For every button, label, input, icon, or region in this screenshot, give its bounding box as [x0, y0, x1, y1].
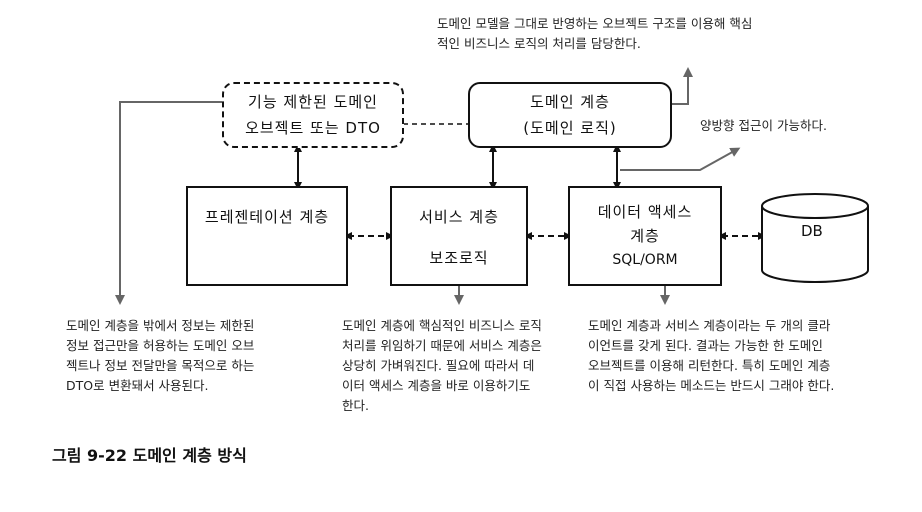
left-note: 도메인 계층을 밖에서 정보는 제한된 정보 접근만을 허용하는 도메인 오브 … [66, 316, 254, 396]
top-note-line-2: 적인 비즈니스 로직의 처리를 담당한다. [437, 36, 641, 51]
right-note: 도메인 계층과 서비스 계층이라는 두 개의 클라 이언트를 갖게 된다. 결과… [588, 316, 834, 396]
domain-layer-box: 도메인 계층 (도메인 로직) [468, 82, 672, 148]
right-note-line-2: 이언트를 갖게 된다. 결과는 가능한 한 도메인 [588, 338, 823, 353]
dto-box: 기능 제한된 도메인 오브젝트 또는 DTO [222, 82, 404, 148]
middle-note-line-4: 이터 액세스 계층을 바로 이용하기도 [342, 378, 531, 393]
dto-box-line-2: 오브젝트 또는 DTO [245, 119, 381, 137]
data-access-box-line-1: 데이터 액세스 [597, 203, 693, 221]
bidirectional-note-pointer [620, 147, 741, 171]
domain-box-line-2: (도메인 로직) [523, 119, 617, 137]
dto-box-line-1: 기능 제한된 도메인 [248, 93, 378, 111]
middle-note-line-5: 한다. [342, 398, 369, 413]
left-note-line-2: 정보 접근만을 허용하는 도메인 오브 [66, 338, 255, 353]
left-note-line-4: DTO로 변환돼서 사용된다. [66, 378, 209, 393]
domain-box-line-1: 도메인 계층 [530, 93, 610, 111]
database-cylinder [761, 193, 869, 283]
right-note-line-4: 이 직접 사용하는 메소드는 반드시 그래야 한다. [588, 378, 835, 393]
top-note: 도메인 모델을 그대로 반영하는 오브젝트 구조를 이용해 핵심 적인 비즈니스… [437, 14, 752, 54]
top-note-line-1: 도메인 모델을 그대로 반영하는 오브젝트 구조를 이용해 핵심 [437, 16, 753, 31]
left-note-line-3: 젝트나 정보 전달만을 목적으로 하는 [66, 358, 255, 373]
right-note-line-1: 도메인 계층과 서비스 계층이라는 두 개의 클라 [588, 318, 831, 333]
bidirectional-note: 양방향 접근이 가능하다. [700, 118, 827, 133]
data-access-box-line-2: 계층 [630, 227, 660, 245]
left-note-line-1: 도메인 계층을 밖에서 정보는 제한된 [66, 318, 255, 333]
middle-note: 도메인 계층에 핵심적인 비즈니스 로직 처리를 위임하기 때문에 서비스 계층… [342, 316, 542, 416]
data-access-box-line-3: SQL/ORM [612, 252, 678, 268]
dto-to-left-note-pointer [115, 101, 222, 305]
domain-to-top-note-pointer [672, 67, 693, 105]
figure-caption: 그림 9-22 도메인 계층 방식 [52, 446, 247, 465]
right-note-line-3: 오브젝트를 이용해 리턴한다. 특히 도메인 계층 [588, 358, 831, 373]
presentation-layer-box: 프레젠테이션 계층 [186, 186, 348, 286]
service-box-line-2: 보조로직 [429, 249, 489, 267]
presentation-box-label: 프레젠테이션 계층 [204, 208, 330, 226]
middle-note-line-3: 상당히 가벼워진다. 필요에 따라서 데 [342, 358, 535, 373]
middle-note-line-2: 처리를 위임하기 때문에 서비스 계층은 [342, 338, 542, 353]
service-layer-box: 서비스 계층 보조로직 [390, 186, 528, 286]
database-label: DB [801, 222, 823, 240]
middle-note-line-1: 도메인 계층에 핵심적인 비즈니스 로직 [342, 318, 542, 333]
data-access-layer-box: 데이터 액세스 계층 SQL/ORM [568, 186, 722, 286]
service-box-line-1: 서비스 계층 [419, 208, 499, 226]
